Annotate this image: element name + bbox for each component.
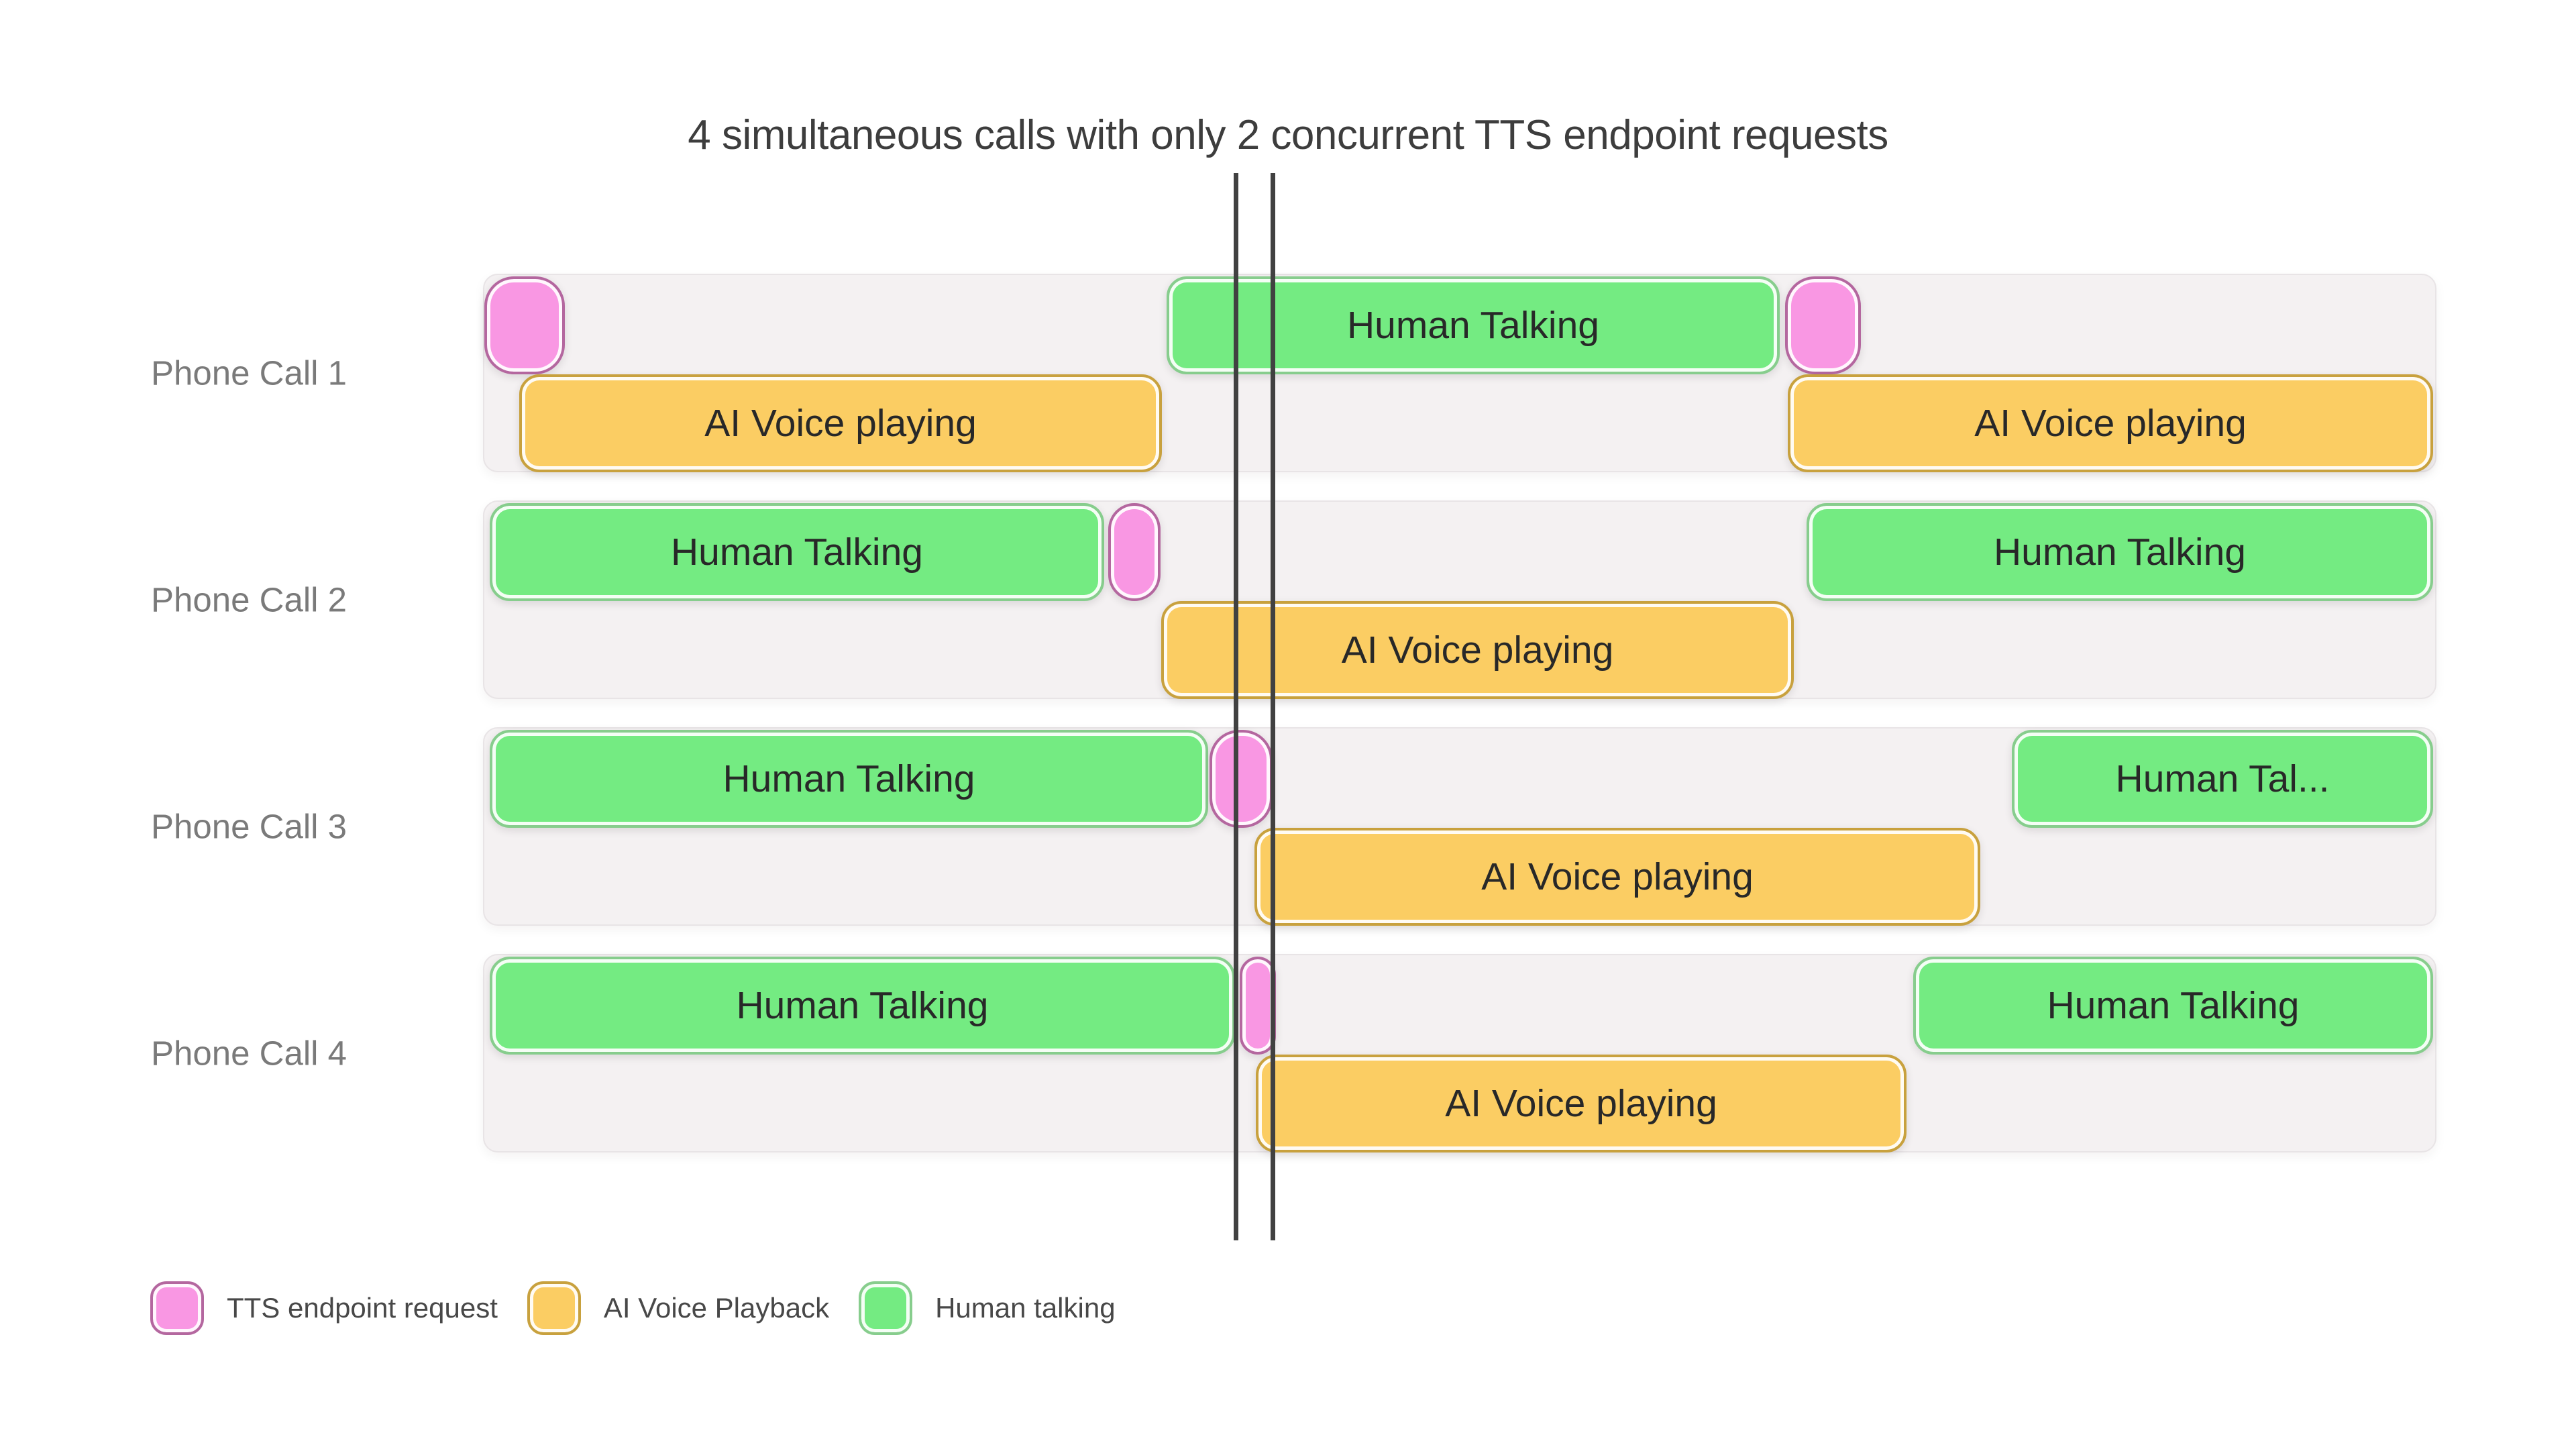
- human-talking-bar: Human Talking: [490, 957, 1235, 1055]
- phone-call-row: Human Talking AI Voice playing Human Tal..…: [483, 727, 2436, 926]
- legend: TTS endpoint request AI Voice Playback H…: [150, 1281, 1116, 1335]
- bar-label: AI Voice playing: [704, 402, 977, 445]
- tts-request-bar: [484, 276, 565, 374]
- row-label: Phone Call 3: [151, 807, 347, 846]
- human-talking-bar: Human Talking: [1167, 276, 1780, 374]
- human-talking-bar: Human Talking: [490, 503, 1104, 601]
- bar-label: AI Voice playing: [1481, 855, 1754, 898]
- phone-call-row: AI Voice playing Human Talking AI Voice pl…: [483, 274, 2436, 472]
- tts-request-bar: [1785, 276, 1861, 374]
- bar-label: Human Talking: [1347, 304, 1599, 347]
- legend-label-human: Human talking: [935, 1292, 1116, 1324]
- human-talking-bar: Human Talking: [1807, 503, 2433, 601]
- bar-label: AI Voice playing: [1974, 402, 2247, 445]
- legend-item-human: Human talking: [859, 1281, 1116, 1335]
- human-talking-bar: Human Tal...: [2012, 730, 2433, 828]
- ai-voice-bar: AI Voice playing: [1254, 828, 1980, 926]
- bar-label: Human Tal...: [2115, 757, 2330, 800]
- human-talking-swatch-icon: [859, 1281, 913, 1335]
- bar-label: Human Talking: [671, 531, 923, 574]
- concurrency-marker-line: [1234, 173, 1238, 1240]
- row-label: Phone Call 2: [151, 580, 347, 619]
- ai-voice-swatch-icon: [527, 1281, 581, 1335]
- ai-voice-bar: AI Voice playing: [519, 374, 1162, 472]
- bar-label: Human Talking: [722, 757, 975, 800]
- ai-voice-bar: AI Voice playing: [1256, 1055, 1907, 1152]
- legend-item-tts: TTS endpoint request: [150, 1281, 498, 1335]
- bar-label: AI Voice playing: [1445, 1082, 1717, 1125]
- legend-item-ai-voice: AI Voice Playback: [527, 1281, 829, 1335]
- bar-label: AI Voice playing: [1341, 629, 1614, 672]
- tts-request-bar: [1210, 730, 1273, 828]
- human-talking-bar: Human Talking: [1913, 957, 2433, 1055]
- phone-call-row: Human Talking AI Voice playing Human Talki…: [483, 500, 2436, 699]
- tts-swatch-icon: [150, 1281, 204, 1335]
- diagram-title: 4 simultaneous calls with only 2 concurr…: [688, 112, 1888, 158]
- tts-request-bar: [1108, 503, 1161, 601]
- human-talking-bar: Human Talking: [490, 730, 1208, 828]
- ai-voice-bar: AI Voice playing: [1161, 601, 1794, 699]
- legend-label-ai-voice: AI Voice Playback: [603, 1292, 830, 1324]
- ai-voice-bar: AI Voice playing: [1788, 374, 2433, 472]
- row-label: Phone Call 4: [151, 1034, 347, 1073]
- bar-label: Human Talking: [736, 984, 989, 1027]
- concurrency-marker-line: [1271, 173, 1275, 1240]
- bar-label: Human Talking: [1994, 531, 2246, 574]
- phone-call-row: Human Talking AI Voice playing Human Talki…: [483, 954, 2436, 1152]
- bar-label: Human Talking: [2047, 984, 2300, 1027]
- row-label: Phone Call 1: [151, 354, 347, 392]
- legend-label-tts: TTS endpoint request: [227, 1292, 498, 1324]
